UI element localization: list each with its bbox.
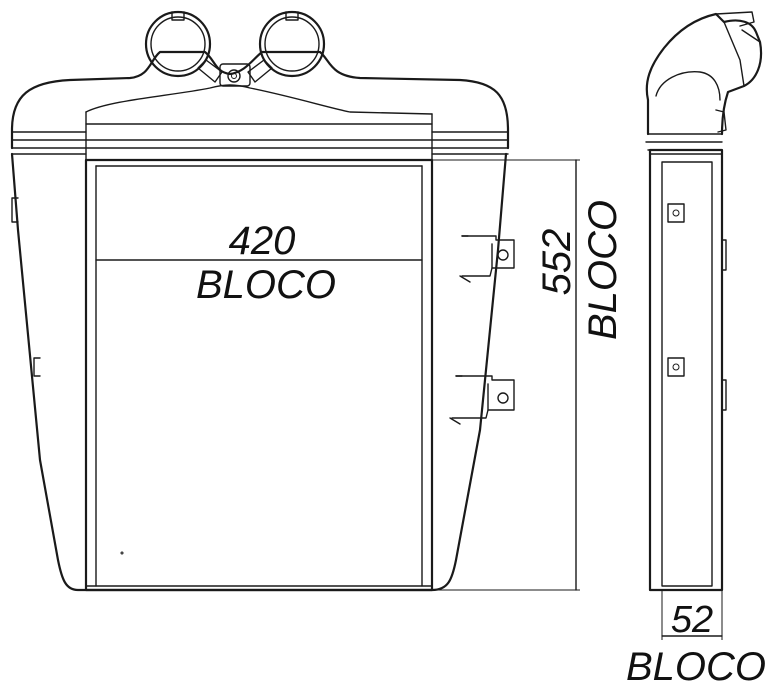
front-view: 420 BLOCO 552 BLOCO (10, 10, 625, 592)
width-dimension-label: BLOCO (196, 263, 336, 307)
mounting-bracket-upper (459, 235, 515, 283)
mounting-bracket-lower (449, 375, 515, 425)
side-view: 52 BLOCO (626, 11, 766, 689)
core-block (84, 158, 434, 592)
side-body (648, 148, 724, 592)
width-dimension-value: 420 (229, 219, 296, 263)
top-tank (10, 50, 510, 150)
height-dimension-label: BLOCO (581, 200, 625, 340)
side-inlet-elbow (645, 12, 763, 136)
outlet-pipe-right (258, 10, 326, 78)
depth-dimension-label: BLOCO (626, 645, 766, 689)
depth-dimension-value: 52 (671, 599, 713, 641)
height-dimension-value: 552 (535, 229, 579, 296)
center-clamp (197, 59, 273, 87)
outlet-pipe-left (144, 10, 212, 78)
